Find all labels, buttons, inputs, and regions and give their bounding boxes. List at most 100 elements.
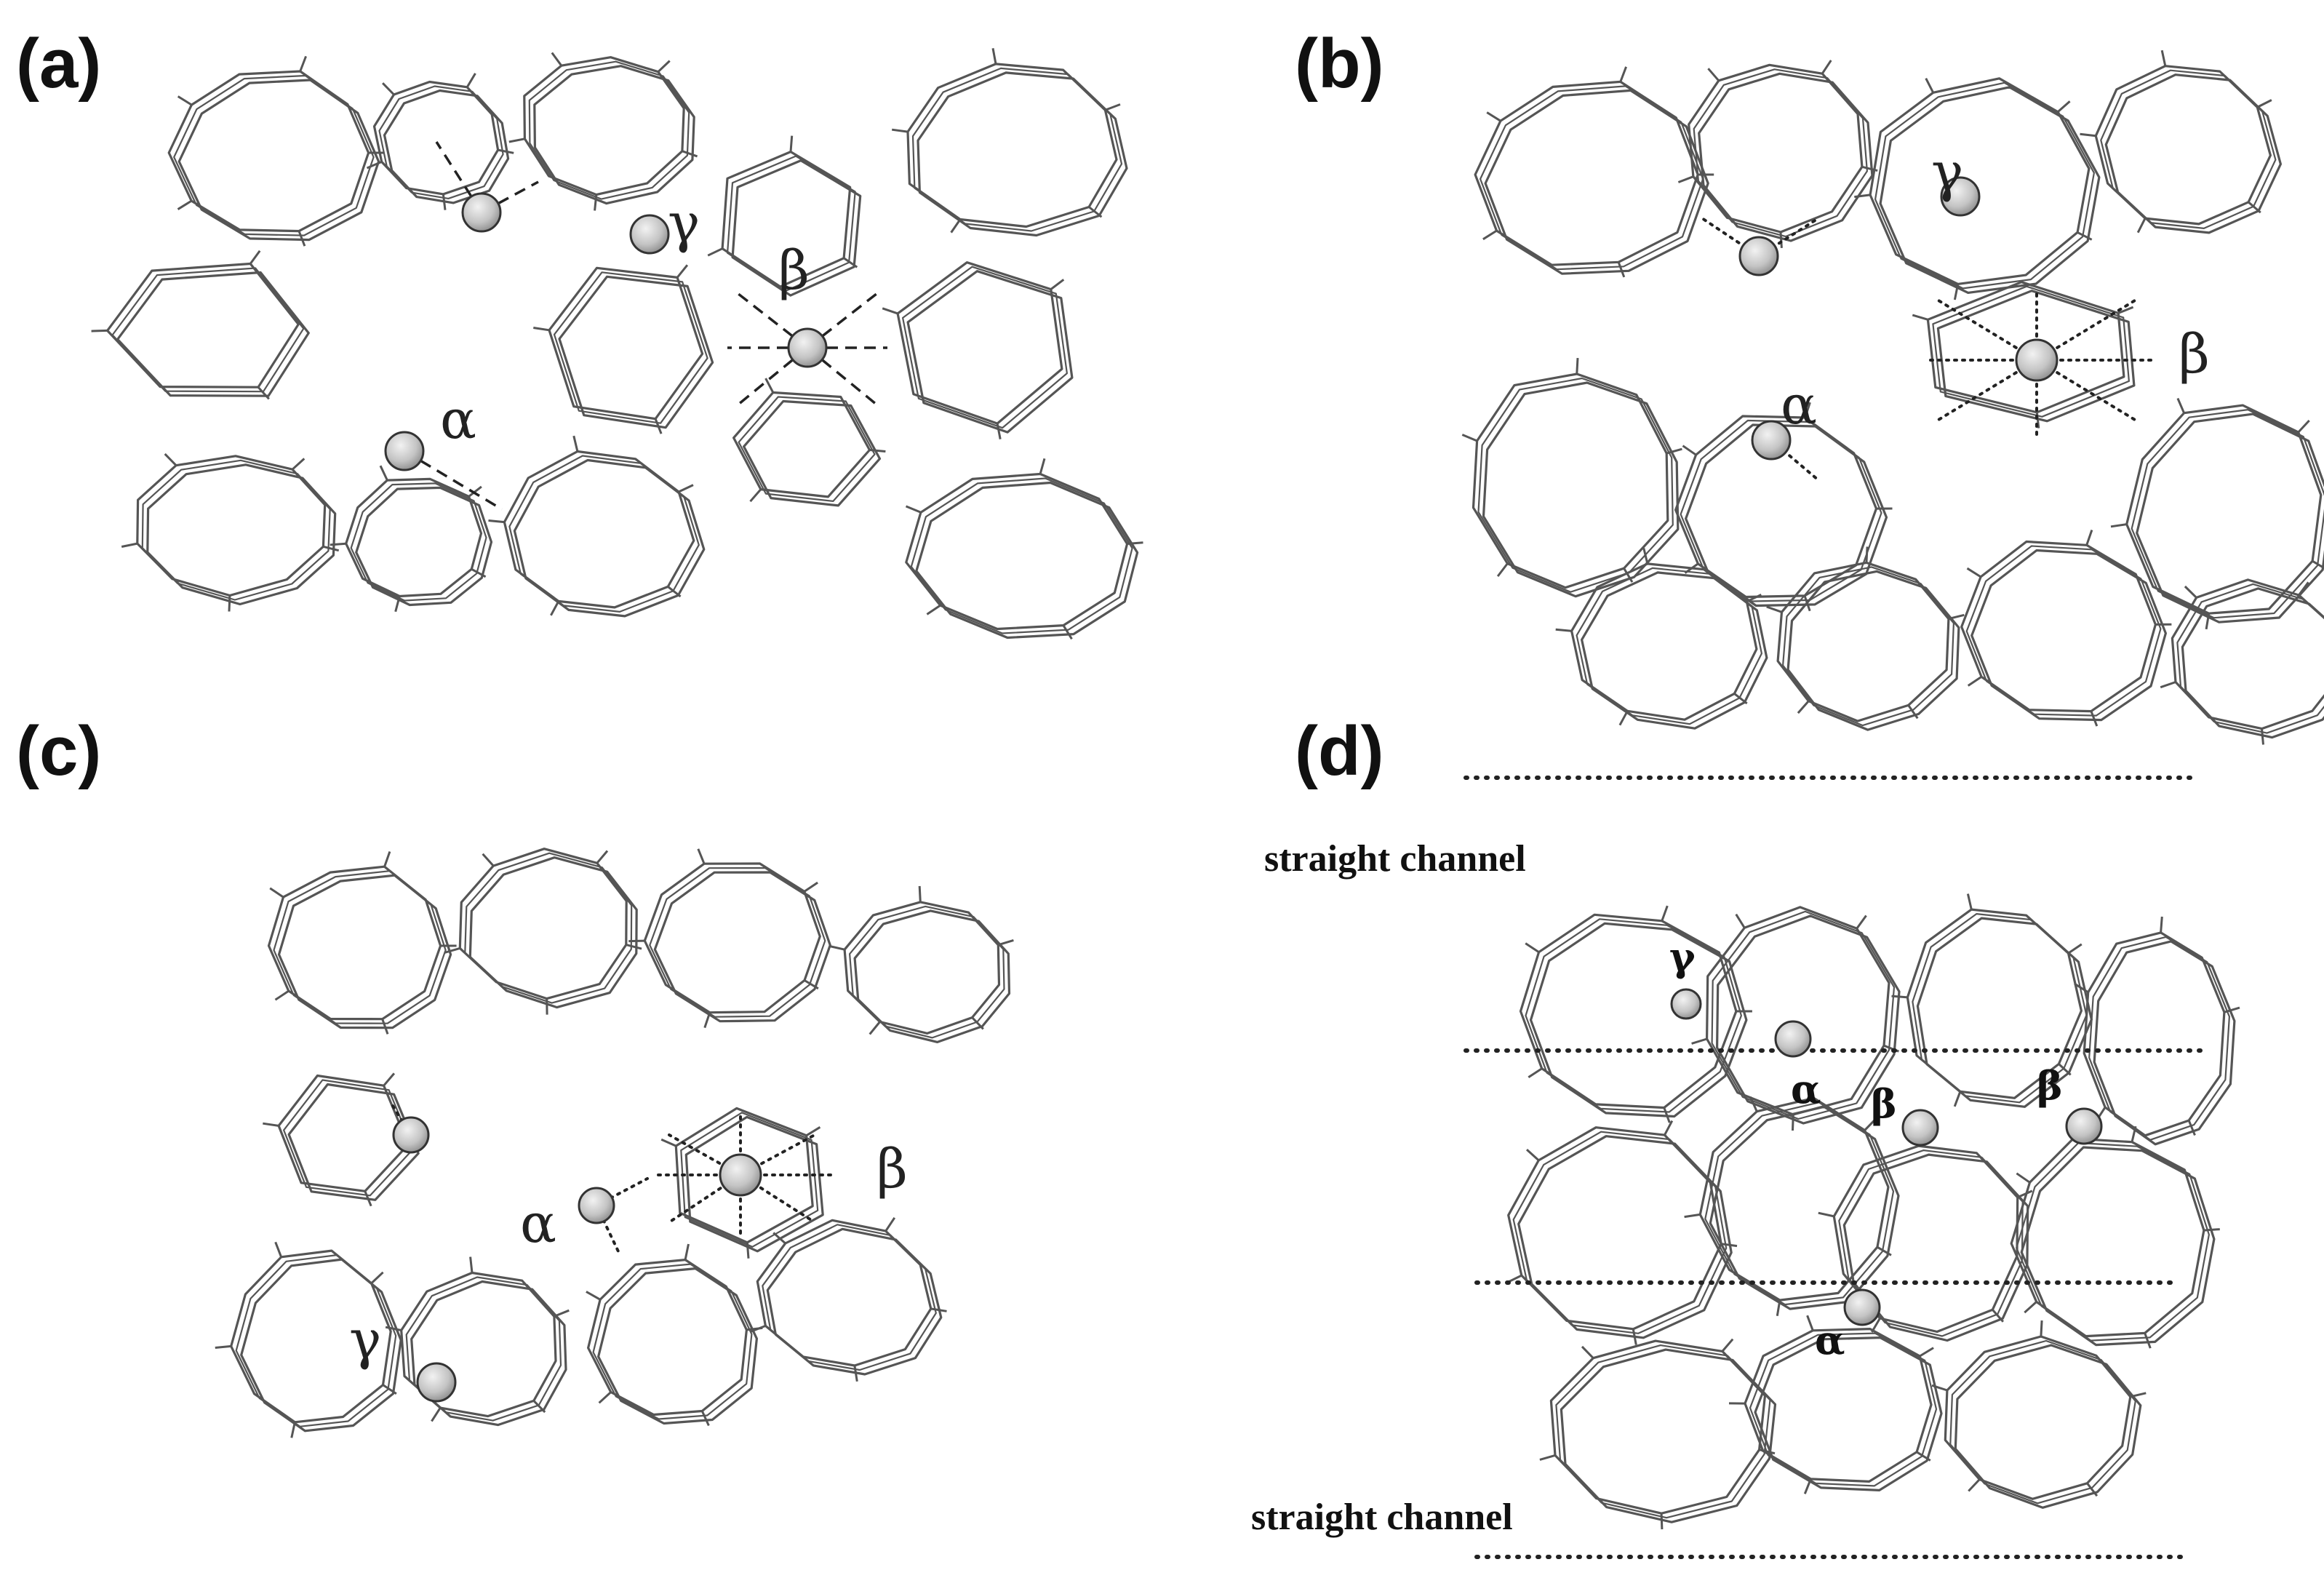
ring-a-0-stub-2 [298,231,306,247]
ring-a-9-stub-8 [471,567,487,578]
ring-b-3-layer-2 [2104,73,2282,234]
panel-label-d: (d) [1295,712,1384,790]
ring-b-10-layer-2 [1970,549,2167,722]
ring-c-2-stub-0 [804,979,819,990]
ring-b-4-stub-0 [1623,567,1634,583]
ring-b-8-stub-4 [1642,548,1649,565]
ring-c-6-layer-0 [230,1249,392,1424]
ring-a-10-stub-8 [667,586,682,598]
ring-d-1-layer-2 [1716,914,1901,1125]
ring-b-9-stub-6 [1948,613,1965,621]
ring-b-0-stub-6 [1486,111,1501,122]
ring-d-4-layer-2 [1517,1135,1733,1339]
ring-d-9-stub-8 [1803,1478,1812,1494]
ring-c-8-stub-8 [700,1410,710,1427]
ring-b-11-layer-2 [2181,587,2324,739]
ring-b-1-layer-1 [1693,68,1868,238]
ring-a-3-layer-0 [721,151,852,288]
ring-d-4-stub-4 [1525,1148,1540,1162]
site-label-alpha-d-top: α [1791,1066,1821,1112]
ring-a-2-stub-8 [657,60,671,73]
ring-c-4-layer-2 [287,1083,420,1201]
ring-d-0-stub-2 [1663,1107,1671,1123]
ring-a-11-layer-0 [732,391,871,498]
ring-a-7-stub-0 [996,423,1002,439]
ring-a-12-stub-6 [1127,541,1143,545]
ring-a-0-stub-4 [177,199,192,210]
ring-d-4-stub-0 [1632,1328,1637,1345]
ring-d-10-layer-2 [1954,1344,2142,1509]
ring-a-10-layer-0 [503,450,695,609]
ring-d-3-layer-0 [2083,931,2226,1137]
ring-b-4-layer-1 [1477,377,1674,593]
ring-c-6-stub-6 [370,1271,384,1284]
ring-d-2-stub-2 [1953,1091,1962,1107]
ring-a-3-stub-0 [843,257,858,268]
ring-a-2-stub-6 [551,52,563,67]
ring-d-10-stub-4 [2130,1392,2147,1398]
ring-a-12-stub-2 [905,505,922,514]
ring-b-4-stub-4 [1461,434,1478,442]
ion-c-gamma-top [392,1116,430,1154]
ring-b-1-stub-8 [1821,60,1832,75]
ring-c-1-stub-0 [626,944,642,950]
ring-d-1-stub-8 [1856,914,1867,930]
ring-d-0-stub-6 [1525,942,1540,953]
ring-d-3-layer-1 [2088,936,2230,1141]
ring-b-7-layer-0 [2125,404,2323,615]
ring-a-10-stub-0 [550,600,560,616]
ring-c-9-layer-1 [762,1224,937,1371]
ring-d-5-layer-1 [1704,1101,1895,1306]
ion-b-gamma [1940,176,1981,217]
ring-d-9-stub-6 [1916,1451,1931,1462]
ring-a-4-stub-0 [1088,206,1103,218]
ring-b-8-stub-2 [1555,628,1572,632]
ring-d-1-layer-1 [1711,910,1896,1120]
ring-b-11-stub-2 [2184,585,2197,599]
ring-a-0-stub-8 [299,55,308,72]
ring-c-0-stub-6 [269,887,284,898]
ring-d-7-stub-0 [2024,1301,2037,1314]
ring-a-7-stub-4 [1050,279,1065,290]
ring-d-2-stub-4 [1891,995,1908,999]
ring-a-10-layer-2 [513,458,706,618]
ring-c-0-layer-2 [277,874,452,1029]
dash-a-beta-2 [733,346,809,409]
ion-b-alpha [1751,420,1792,461]
ring-d-3-stub-8 [2224,1006,2240,1013]
ring-c-6-stub-8 [382,1384,397,1395]
ring-a-2-stub-4 [508,138,525,143]
ring-a-12-layer-1 [910,477,1133,634]
ring-c-8-layer-0 [586,1258,748,1416]
ring-b-10-stub-4 [2085,530,2093,546]
ring-c-1-layer-1 [464,852,633,1004]
ring-b-2-stub-6 [1925,78,1935,93]
ring-d-2-layer-0 [1906,908,2083,1099]
ring-b-8-stub-6 [1746,594,1762,603]
ring-c-6-stub-2 [215,1344,231,1349]
site-label-alpha-d-bottom: α [1815,1317,1845,1363]
ring-b-8-stub-8 [1733,693,1748,705]
ion-d-beta-mid [1901,1109,1939,1147]
ring-c-1-layer-0 [458,848,628,1000]
ring-c-5-stub-0 [746,1242,750,1259]
ring-d-9-layer-1 [1749,1332,1938,1487]
ring-b-11-layer-0 [2171,578,2324,730]
ring-a-6-stub-0 [654,418,663,434]
ring-c-6-layer-1 [235,1254,397,1427]
ring-d-6-stub-6 [2017,1190,2033,1199]
ring-c-9-stub-8 [853,1365,858,1382]
ring-a-3-layer-2 [731,159,862,297]
ring-d-2-layer-1 [1912,912,2088,1104]
ring-d-2-layer-2 [1916,917,2093,1108]
ring-a-8-stub-6 [291,458,306,471]
site-label-beta-d-right: β [2037,1062,2063,1109]
ring-a-9-layer-1 [350,482,487,602]
dash-a-beta-0 [733,290,809,349]
ring-d-10-stub-2 [2040,1320,2043,1337]
ring-a-4-stub-6 [991,48,997,65]
site-label-beta-b: β [2179,323,2210,386]
ring-b-5-stub-6 [1804,402,1811,418]
site-label-beta-a: β [778,239,810,302]
ring-a-1-stub-0 [498,148,514,154]
